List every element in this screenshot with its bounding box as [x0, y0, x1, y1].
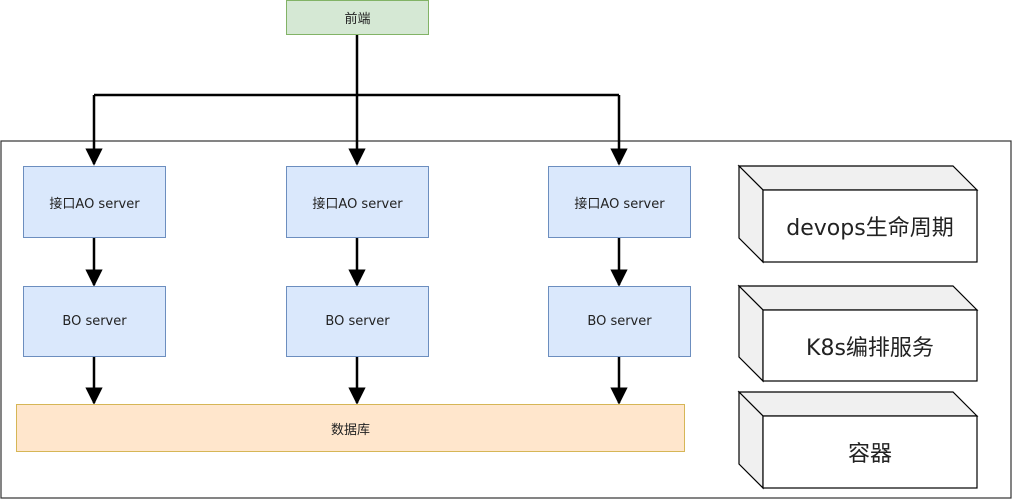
ao-server-node-2: 接口AO server [286, 166, 429, 238]
ao-server-label: 接口AO server [574, 196, 665, 212]
ao-server-node-3: 接口AO server [548, 166, 691, 238]
bo-server-label: BO server [325, 314, 390, 329]
k8s-orchestration-label: K8s编排服务 [806, 335, 934, 361]
ao-server-label: 接口AO server [49, 196, 140, 212]
bo-server-label: BO server [587, 314, 652, 329]
ao-server-label: 接口AO server [312, 196, 403, 212]
devops-lifecycle-label: devops生命周期 [786, 216, 954, 241]
bo-server-node-2: BO server [286, 286, 429, 357]
bo-server-node-1: BO server [23, 286, 166, 357]
container-label: 容器 [847, 442, 892, 467]
cube-devops [737, 164, 979, 264]
frontend-node: 前端 [286, 0, 429, 35]
cube-k8s [737, 284, 979, 383]
frontend-label: 前端 [344, 12, 371, 27]
ao-server-node-1: 接口AO server [23, 166, 166, 238]
system-boundary [0, 140, 1012, 499]
bo-server-node-3: BO server [548, 286, 691, 357]
database-node: 数据库 [16, 404, 685, 452]
database-label: 数据库 [330, 422, 370, 438]
bo-server-label: BO server [62, 314, 127, 329]
cube-container [737, 390, 979, 490]
